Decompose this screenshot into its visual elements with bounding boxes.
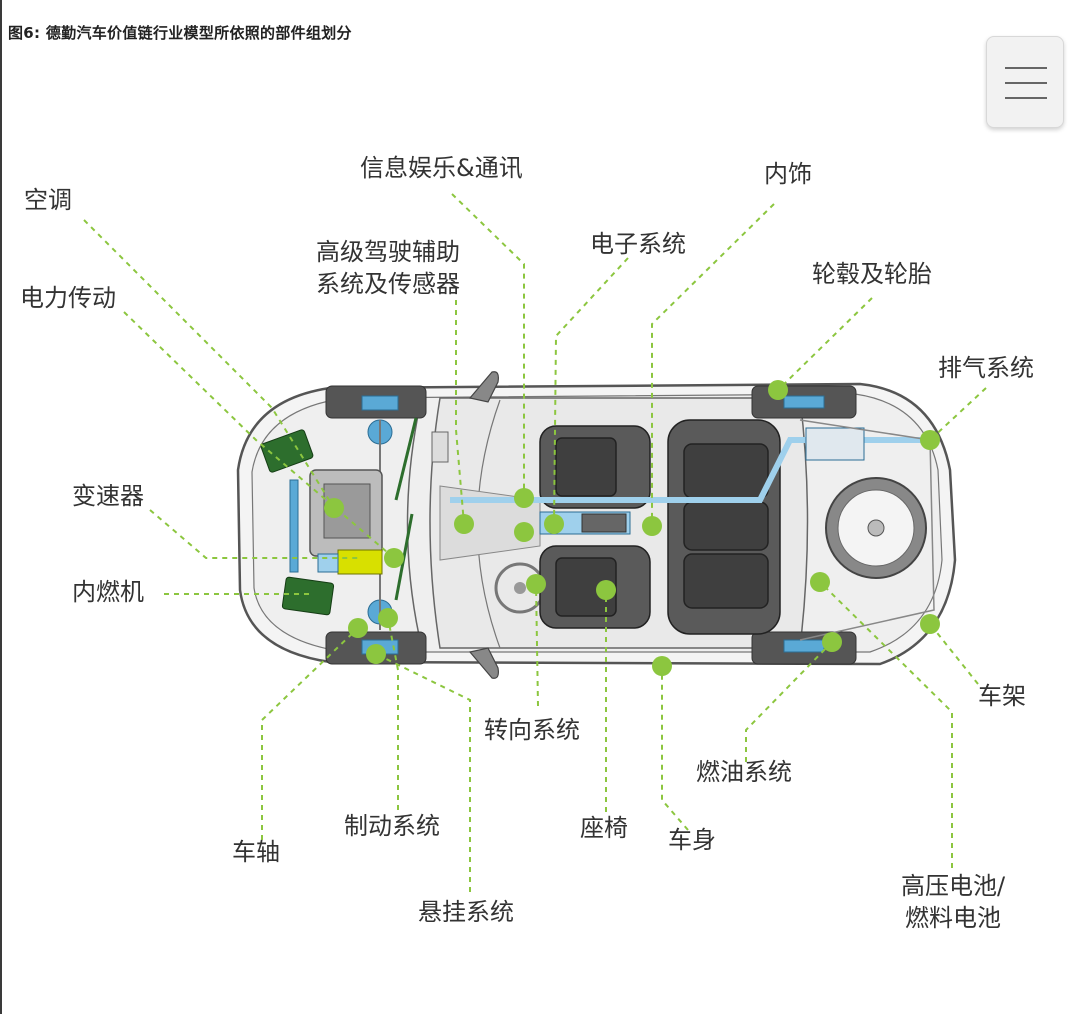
figure-title: 图6: 德勤汽车价值链行业模型所依照的部件组划分 — [8, 24, 352, 42]
label-transmission: 变速器 — [72, 482, 144, 510]
label-hv-battery: 高压电池/ 燃料电池 — [888, 870, 1018, 934]
dot-body — [652, 656, 672, 676]
leader-body — [661, 666, 689, 831]
leader-air-conditioning — [83, 219, 335, 509]
dot-electronics — [544, 514, 564, 534]
leader-power-transmission — [123, 311, 395, 559]
label-wheels-tires: 轮毂及轮胎 — [812, 260, 932, 288]
leader-steering — [535, 583, 539, 707]
dot-hv-battery — [810, 572, 830, 592]
front-seats — [539, 425, 651, 629]
left-border — [0, 0, 2, 1014]
label-electronics: 电子系统 — [590, 230, 686, 258]
hamburger-menu-icon — [1005, 67, 1047, 69]
label-brakes: 制动系统 — [344, 812, 440, 840]
label-axle: 车轴 — [232, 838, 280, 866]
rear-seats — [667, 419, 781, 635]
label-ice: 内燃机 — [72, 578, 144, 606]
dot-air-conditioning — [324, 498, 344, 518]
label-adas: 高级驾驶辅助 系统及传感器 — [308, 236, 468, 300]
label-power-transmission: 电力传动 — [20, 284, 116, 312]
dot-adas — [454, 514, 474, 534]
mirror-bottom — [468, 647, 499, 679]
label-hv-battery-line1: 高压电池/ — [900, 872, 1006, 900]
dot-axle — [348, 618, 368, 638]
label-exhaust: 排气系统 — [938, 354, 1034, 382]
dot-power-transmission — [384, 548, 404, 568]
label-adas-line2: 系统及传感器 — [316, 270, 460, 298]
hamburger-menu-icon-bar — [1005, 82, 1047, 84]
leader-brakes — [387, 617, 399, 810]
leader-infotainment — [451, 193, 525, 498]
label-interior: 内饰 — [764, 160, 812, 188]
dot-seats — [596, 580, 616, 600]
dot-exhaust — [920, 430, 940, 450]
dot-frame — [920, 614, 940, 634]
dot-brakes — [378, 608, 398, 628]
label-body: 车身 — [668, 826, 716, 854]
leader-fuel — [745, 641, 833, 762]
leader-electronics — [553, 257, 629, 525]
leader-axle — [261, 627, 359, 840]
label-seats: 座椅 — [580, 814, 628, 842]
dot-infotainment — [514, 488, 534, 508]
hamburger-menu-button[interactable] — [986, 36, 1064, 128]
dot-suspension — [366, 644, 386, 664]
dot-center — [514, 522, 534, 542]
leader-hv-battery — [819, 581, 953, 868]
leader-adas — [455, 300, 465, 525]
label-hv-battery-line2: 燃料电池 — [905, 904, 1001, 932]
label-air-conditioning: 空调 — [24, 186, 72, 214]
label-steering: 转向系统 — [484, 716, 580, 744]
leader-suspension — [375, 653, 471, 892]
mirror-top — [468, 371, 499, 403]
leader-interior — [651, 203, 775, 526]
leader-transmission — [149, 509, 358, 559]
leader-exhaust — [929, 387, 987, 441]
battery-12v — [337, 549, 383, 575]
label-infotainment: 信息娱乐&通讯 — [360, 154, 523, 182]
dot-wheels-tires — [768, 380, 788, 400]
dot-steering — [526, 574, 546, 594]
leader-wheels-tires — [777, 297, 873, 391]
hamburger-menu-icon-bar — [1005, 97, 1047, 99]
label-frame: 车架 — [978, 682, 1026, 710]
label-suspension: 悬挂系统 — [418, 898, 514, 926]
label-adas-line1: 高级驾驶辅助 — [316, 238, 460, 266]
dot-interior — [642, 516, 662, 536]
dot-fuel — [822, 632, 842, 652]
leader-frame — [929, 623, 979, 685]
label-fuel: 燃油系统 — [696, 758, 792, 786]
